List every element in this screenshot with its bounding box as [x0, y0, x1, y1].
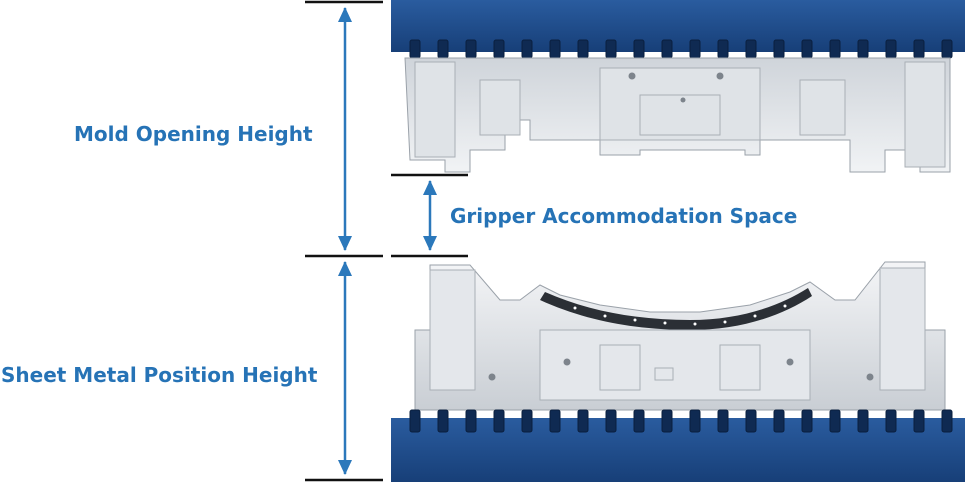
lower-clamps	[409, 409, 953, 433]
upper-die-details	[414, 61, 946, 168]
lower-die-holes	[488, 358, 874, 381]
sheet-metal-part	[540, 288, 812, 330]
lower-die	[391, 261, 965, 482]
lower-die-details	[429, 267, 926, 401]
reference-lines	[305, 0, 468, 482]
dimension-arrows	[338, 7, 437, 475]
mold-opening-arrow-head-bottom	[338, 236, 352, 251]
mold-opening-height-label: Mold Opening Height	[74, 122, 313, 146]
upper-press-plate	[391, 0, 965, 52]
mold-opening-arrow-head-top	[338, 7, 352, 22]
sheet-metal-position-height-label: Sheet Metal Position Height	[1, 363, 318, 387]
gripper-space-arrow-head-top	[423, 180, 437, 195]
lower-press-plate	[391, 418, 965, 482]
gripper-accommodation-space-label: Gripper Accommodation Space	[450, 204, 798, 228]
sheet-metal-holes	[573, 304, 787, 326]
upper-die-holes	[628, 72, 724, 103]
upper-die	[391, 0, 965, 173]
sheet-metal-arrow-head-bottom	[338, 460, 352, 475]
gripper-space-arrow-head-bottom	[423, 236, 437, 251]
sheet-metal-arrow-head-top	[338, 261, 352, 276]
